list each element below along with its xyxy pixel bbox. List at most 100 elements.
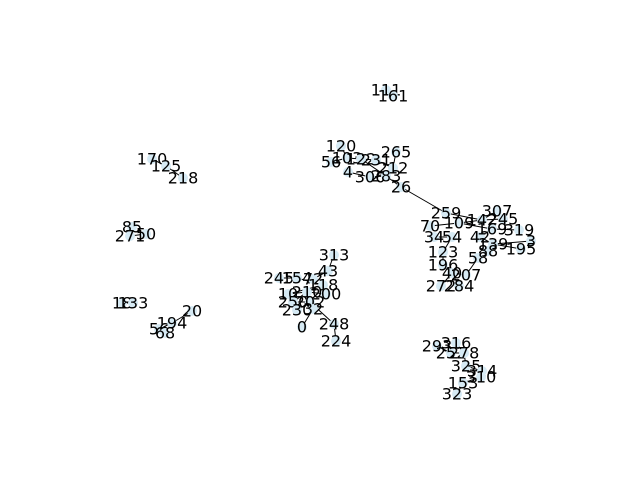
node-label: 252 [436,344,467,363]
edge-n109-n169 [458,222,493,230]
node-n85: 85 [122,218,142,237]
node-marker [127,222,137,232]
node-label: 314 [467,362,498,381]
node-label: 0 [297,318,307,337]
node-n252: 252 [436,344,467,363]
node-label: 109 [444,214,475,233]
node-marker [487,224,497,234]
node-marker [458,378,468,388]
node-n154: 154 [282,269,313,288]
node-marker [514,225,524,235]
node-marker [321,289,331,299]
node-n122: 122 [346,150,377,169]
node-label: 323 [442,385,473,404]
node-n231: 231 [361,151,392,170]
node-marker [297,322,307,332]
node-marker [446,348,456,358]
node-marker [483,246,493,256]
node-marker [438,260,448,270]
node-n313: 313 [319,246,350,265]
node-marker [447,268,457,278]
edge-n26-n259 [400,186,447,214]
node-label: 245 [264,269,295,288]
node-n248: 248 [319,315,350,334]
node-marker [302,287,312,297]
node-label: 194 [157,314,188,333]
node-marker [476,372,486,382]
node-n278: 278 [449,344,480,363]
node-marker [396,182,406,192]
node-label: 202 [295,293,326,312]
node-label: 231 [361,151,392,170]
node-marker [329,250,339,260]
node-marker [147,154,157,164]
node-label: 230 [282,301,313,320]
node-label: 248 [319,315,350,334]
node-label: 224 [321,332,352,351]
node-marker [365,172,375,182]
node-n170: 170 [137,150,168,169]
node-marker [160,328,170,338]
node-label: 271 [115,227,146,246]
node-label: 54 [442,228,462,247]
node-label: 43 [318,262,338,281]
node-n325: 325 [451,357,482,376]
node-marker [498,214,508,224]
node-label: 58 [468,249,488,268]
node-label: 154 [282,269,313,288]
node-label: 120 [326,137,357,156]
node-n161: 161 [378,87,409,106]
node-n42: 42 [470,228,490,247]
node-marker [454,281,464,291]
node-label: 34 [424,228,444,247]
node-marker [432,341,442,351]
node-n245b: 245 [264,269,295,288]
node-n56: 56 [321,153,341,172]
node-label: 20 [182,302,202,321]
node-n125: 125 [151,157,182,176]
node-marker [447,232,457,242]
node-marker [391,147,401,157]
node-n4: 4 [343,163,353,182]
node-n70: 70 [420,217,440,236]
node-marker [336,141,346,151]
node-label: 103 [332,149,363,168]
node-label: 118 [308,276,339,295]
node-marker [318,280,328,290]
node-marker [343,167,353,177]
node-n245: 245 [488,210,519,229]
node-n194: 194 [157,314,188,333]
node-marker [292,305,302,315]
node-marker [187,306,197,316]
node-n310: 310 [466,368,497,387]
node-label: 122 [346,150,377,169]
node-label: 310 [466,368,497,387]
node-n72: 72 [303,270,323,289]
node-marker [425,221,435,231]
node-n207: 207 [451,266,482,285]
node-label: 170 [137,150,168,169]
node-n123: 123 [428,243,459,262]
node-marker [283,289,293,299]
node-label: 207 [451,266,482,285]
edge-n259-n142 [445,212,483,221]
node-n103: 103 [332,149,363,168]
node-label: 272 [426,277,457,296]
node-n68: 68 [155,324,175,343]
node-marker [488,239,498,249]
node-n3: 3 [526,232,536,251]
node-n26: 26 [391,178,411,197]
node-label: 70 [420,217,440,236]
node-n283: 283 [371,167,402,186]
node-label: 316 [441,334,472,353]
node-marker [308,274,318,284]
node-label: 32 [303,300,323,319]
node-n109: 109 [444,214,475,233]
node-label: 153 [448,374,479,393]
node-n259: 259 [431,204,462,223]
node-label: 284 [444,277,475,296]
node-n118: 118 [308,276,339,295]
node-n50: 50 [136,225,156,244]
